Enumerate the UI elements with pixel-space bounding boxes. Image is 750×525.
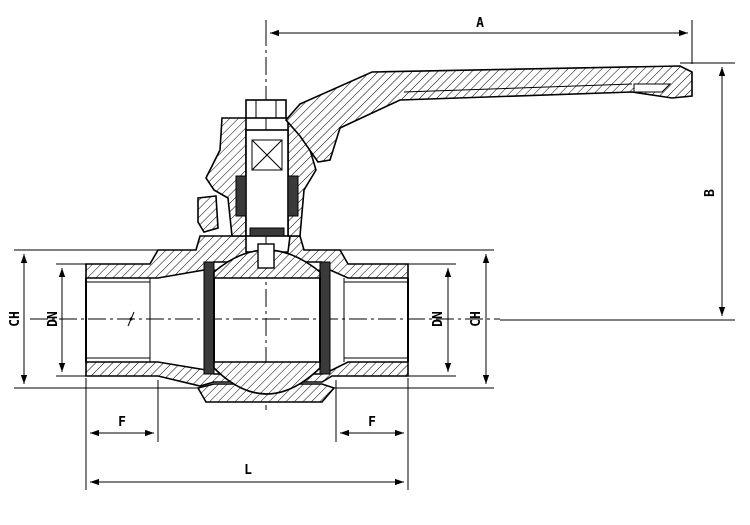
handle-lever	[284, 65, 693, 163]
flow-arrow-icon	[127, 311, 135, 327]
dimension-ch-right: CH	[334, 249, 494, 389]
dim-label-a: A	[476, 16, 484, 31]
dim-label-f-right: F	[368, 415, 376, 430]
dim-label-ch-left: CH	[8, 311, 23, 327]
dim-label-dn-left: DN	[46, 311, 61, 327]
dimension-f-left: F	[85, 378, 159, 442]
dimension-f-right: F	[335, 378, 409, 490]
dim-label-f-left: F	[118, 415, 126, 430]
ball	[213, 249, 321, 395]
dimension-dn-left: DN	[46, 263, 86, 377]
dimension-ch-left: CH	[8, 249, 200, 389]
dimension-a: A	[265, 16, 693, 64]
dim-label-dn-right: DN	[431, 311, 446, 327]
dimension-l: L	[85, 442, 404, 490]
dimension-b: B	[500, 62, 735, 321]
dim-label-ch-right: CH	[469, 311, 484, 327]
dim-label-l: L	[244, 463, 252, 478]
dim-label-b: B	[703, 189, 718, 197]
dimension-dn-right: DN	[408, 263, 456, 377]
